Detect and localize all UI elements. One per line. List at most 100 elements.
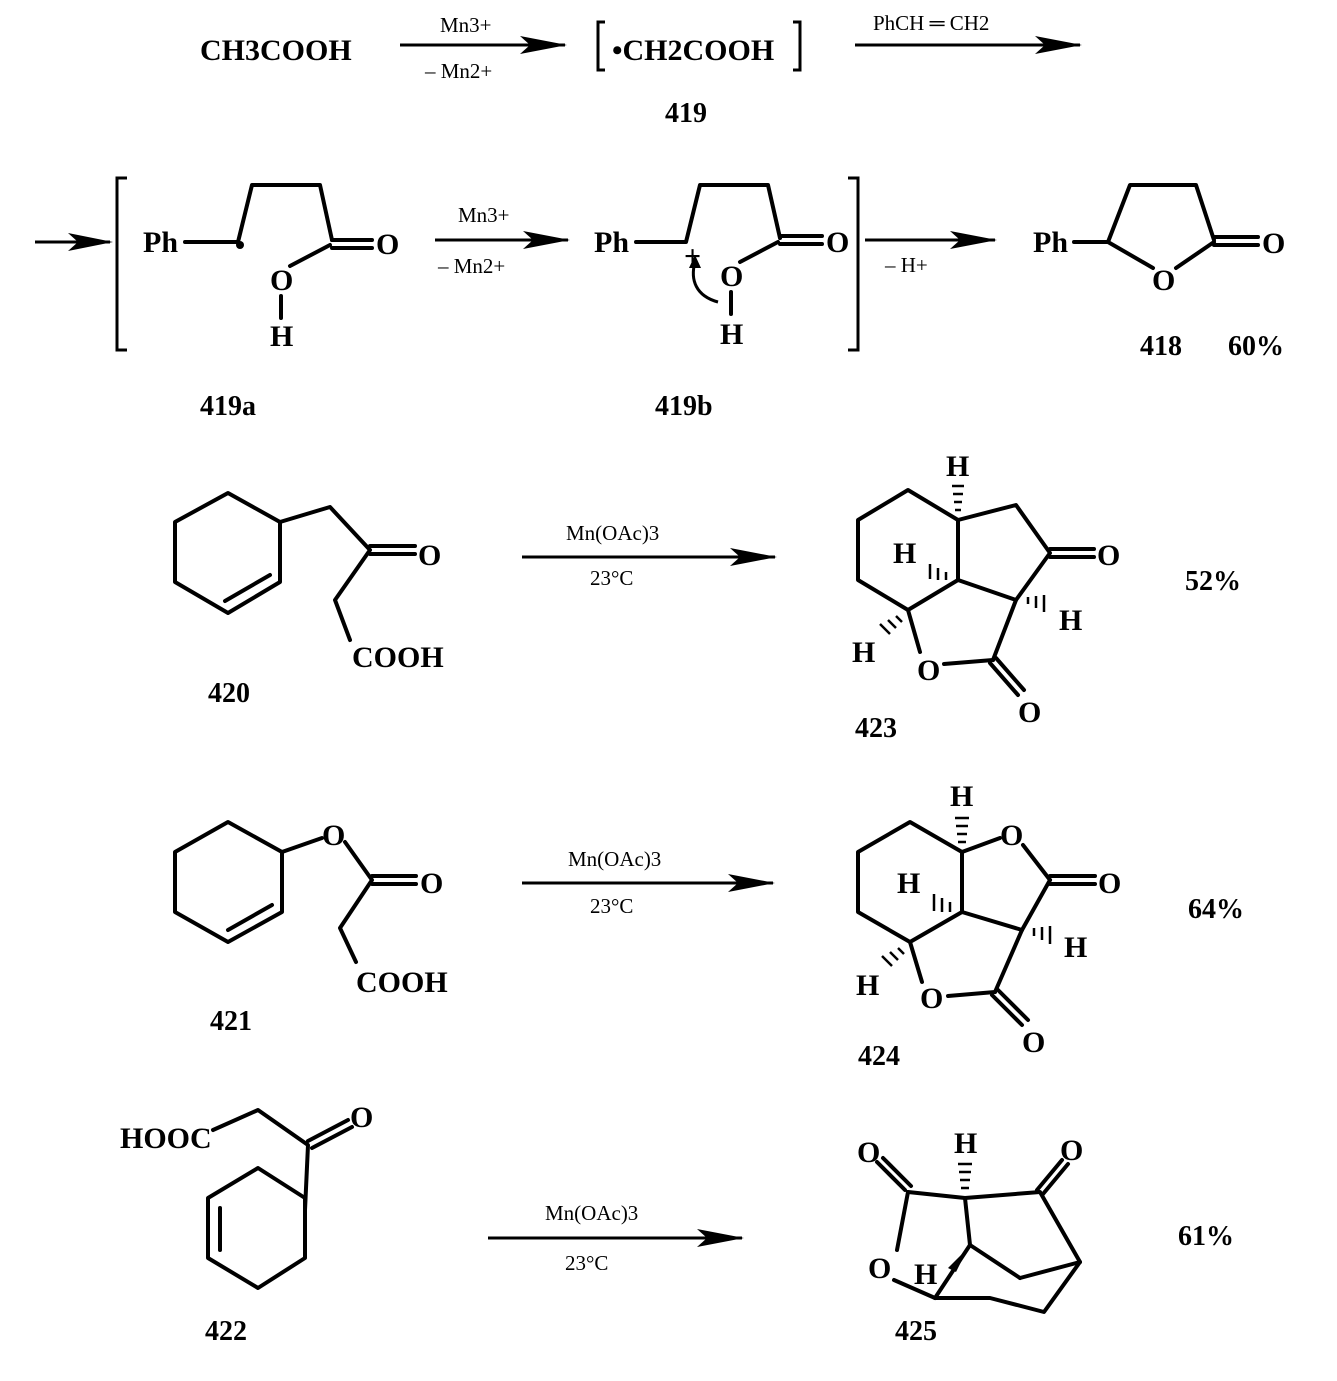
lactone-418: Ph O O: [1033, 183, 1285, 297]
compound-420: O COOH: [173, 491, 444, 674]
intermediate-419b: Ph O + O H: [594, 183, 849, 351]
intermediate-419a: Ph O O H: [143, 183, 399, 353]
yield-425: 61%: [1178, 1221, 1234, 1252]
compound-label-418: 418: [1140, 331, 1182, 362]
radical-dot: [236, 241, 244, 249]
stereo-h: H: [893, 537, 916, 570]
stereo-h: H: [856, 969, 879, 1002]
ring-o: O: [1152, 264, 1175, 297]
hashed-bond: [881, 947, 905, 967]
ester-o: O: [322, 819, 345, 852]
carbonyl-o: O: [826, 226, 849, 259]
lactone-carbonyl-o: O: [1022, 1026, 1045, 1059]
reaction-arrow: [865, 231, 997, 249]
stereo-h: H: [852, 636, 875, 669]
reaction-arrow: [488, 1229, 744, 1247]
stereo-h: H: [954, 1127, 977, 1160]
lactone-carbonyl-o: O: [1098, 867, 1121, 900]
compound-label-421: 421: [210, 1006, 252, 1037]
arrow-conditions: 23°C: [590, 894, 633, 918]
carboxyl-group: COOH: [352, 641, 444, 674]
carboxyl-group: HOOC: [120, 1122, 212, 1155]
hashed-bond: [1026, 595, 1046, 612]
row2: Ph O O H 419a Mn3+ – Mn2+ Ph O + O: [35, 176, 1285, 422]
hydroxyl-h: H: [270, 320, 293, 353]
compound-label-425: 425: [895, 1316, 937, 1347]
compound-label-419b: 419b: [655, 391, 713, 422]
phenyl-label: Ph: [1033, 226, 1068, 259]
hashed-bond: [1032, 926, 1052, 944]
compound-label-422: 422: [205, 1316, 247, 1347]
hydroxyl-o: O: [720, 260, 743, 293]
radical-bracket: [596, 20, 802, 72]
hashed-bond: [955, 816, 969, 844]
arrow-conditions: 23°C: [565, 1251, 608, 1275]
stereo-h: H: [946, 450, 969, 483]
hashed-bond: [928, 564, 948, 580]
lactone-carbonyl-o: O: [1018, 696, 1041, 729]
hashed-bond: [952, 484, 964, 512]
stereo-h: H: [897, 867, 920, 900]
compound-label-424: 424: [858, 1041, 900, 1072]
reaction-arrow: [855, 36, 1082, 54]
row1: CH3COOH Mn3+ – Mn2+ •CH2COOH 419 PhCH ═ …: [200, 11, 1082, 129]
lactone-ring-o: O: [917, 654, 940, 687]
phenyl-label: Ph: [143, 226, 178, 259]
wedge-bond: [948, 1248, 968, 1272]
arrow-reagent: Mn(OAc)3: [568, 847, 661, 871]
compound-label-419a: 419a: [200, 391, 256, 422]
intermediate-bracket: [115, 176, 860, 352]
compound-label-419: 419: [665, 98, 707, 129]
carbonyl-o: O: [350, 1101, 373, 1134]
lactone-ring-o: O: [920, 982, 943, 1015]
carbonyl-o: O: [1262, 227, 1285, 260]
reaction-421: O O COOH 421 Mn(OAc)3 23°C O O: [173, 780, 1244, 1072]
yield-423: 52%: [1185, 566, 1241, 597]
reaction-arrow: [435, 231, 570, 249]
compound-422: HOOC O: [120, 1101, 373, 1290]
compound-label-423: 423: [855, 713, 897, 744]
arrow-reagent-bottom: – Mn2+: [437, 254, 505, 278]
stereo-h: H: [1064, 931, 1087, 964]
lactone-ring-o: O: [1000, 819, 1023, 852]
hashed-bond: [879, 615, 903, 635]
arrow-reagent: Mn(OAc)3: [545, 1201, 638, 1225]
radical-formula: •CH2COOH: [612, 34, 774, 67]
reaction-420: O COOH 420 Mn(OAc)3 23°C O O O: [173, 450, 1241, 744]
arrow-reagent: Mn(OAc)3: [566, 521, 659, 545]
compound-424: O O O O H: [856, 780, 1121, 1059]
arrow-reagent-top: Mn3+: [440, 13, 492, 37]
stereo-h: H: [914, 1258, 937, 1291]
arrow-reagent-top: Mn3+: [458, 203, 510, 227]
ketone-o: O: [1097, 539, 1120, 572]
phenyl-label: Ph: [594, 226, 629, 259]
reaction-arrow: [35, 233, 113, 251]
carbonyl-o: O: [418, 539, 441, 572]
lactone-ring-o: O: [868, 1252, 891, 1285]
hydroxyl-o: O: [270, 264, 293, 297]
reaction-422: HOOC O 422 Mn(OAc)3 23°C O O: [120, 1101, 1234, 1347]
yield-424: 64%: [1188, 894, 1244, 925]
carbonyl-o: O: [420, 867, 443, 900]
reaction-arrow: [522, 548, 777, 566]
compound-label-420: 420: [208, 678, 250, 709]
carbonyl-o: O: [376, 228, 399, 261]
hashed-bond: [958, 1162, 972, 1190]
hashed-bond: [932, 894, 952, 912]
electron-arrow-head: [689, 255, 701, 268]
compound-423: O O O H H: [852, 450, 1120, 729]
lactone-carbonyl-o: O: [857, 1136, 880, 1169]
arrow-conditions: 23°C: [590, 566, 633, 590]
stereo-h: H: [950, 780, 973, 813]
compound-425: O O O H H: [857, 1127, 1083, 1314]
acetic-acid-formula: CH3COOH: [200, 34, 352, 67]
stereo-h: H: [1059, 604, 1082, 637]
ketone-o: O: [1060, 1134, 1083, 1167]
arrow-reagent-styrene: PhCH ═ CH2: [873, 11, 989, 35]
reaction-arrow: [522, 874, 775, 892]
yield-418: 60%: [1228, 331, 1284, 362]
hydroxyl-h: H: [720, 318, 743, 351]
carboxyl-group: COOH: [356, 966, 448, 999]
arrow-reagent-bottom: – Mn2+: [424, 59, 492, 83]
